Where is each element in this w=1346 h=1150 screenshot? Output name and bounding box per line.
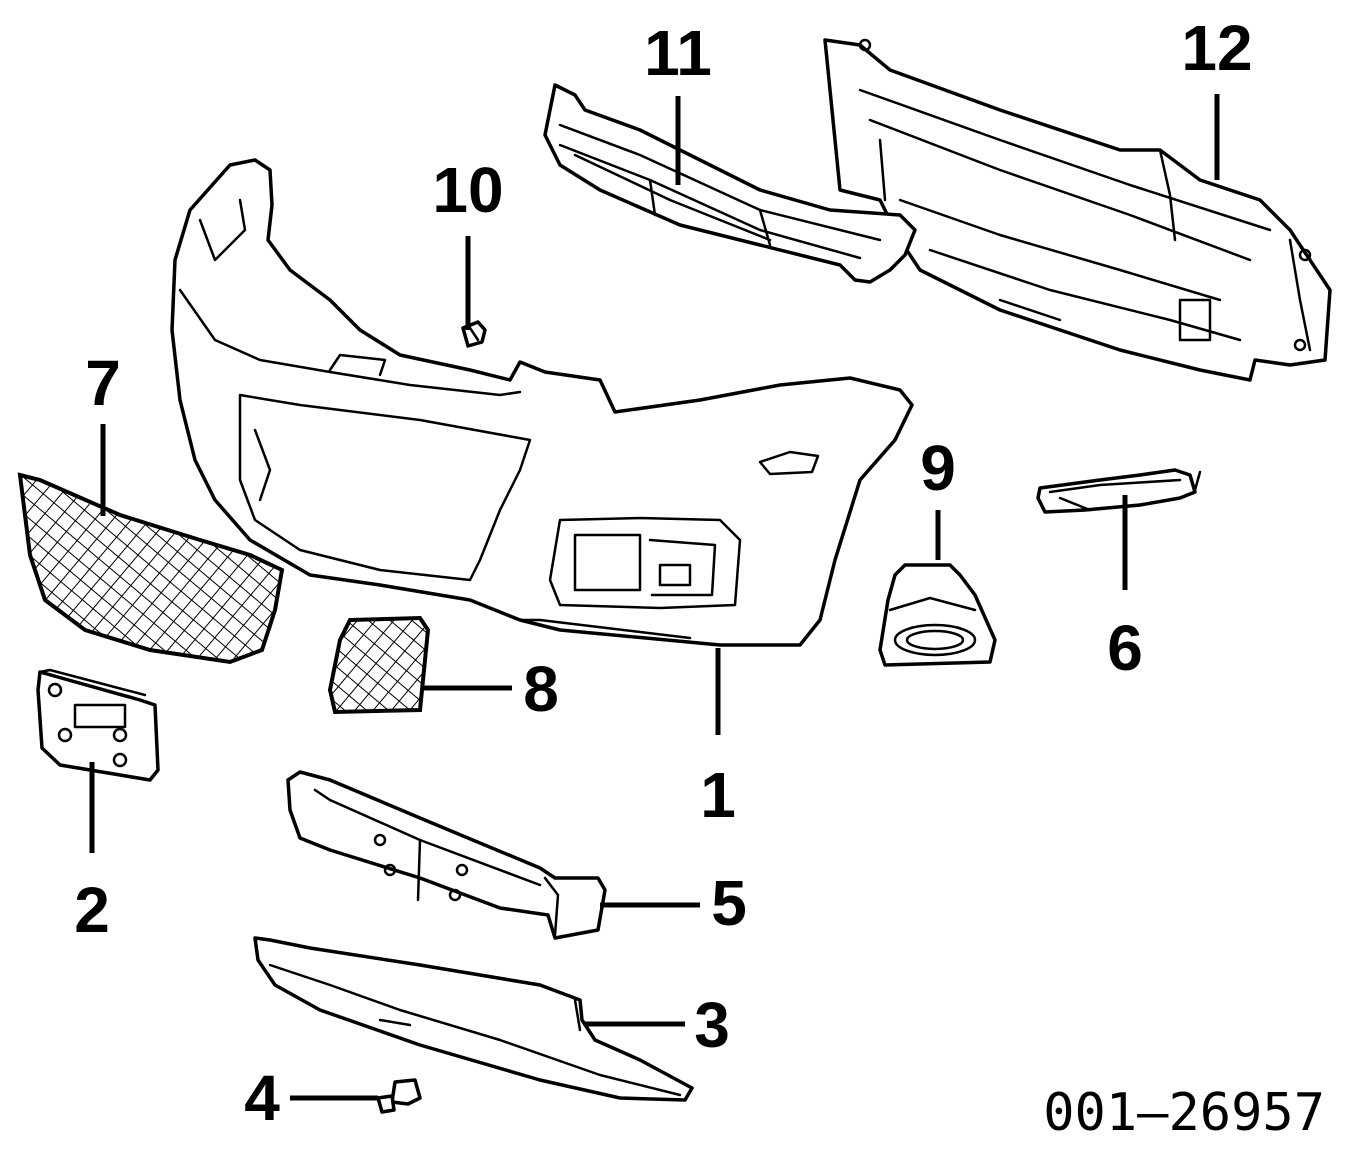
part-2-license-bracket	[36, 668, 160, 782]
leader-lines	[89, 94, 1220, 1101]
callout-10: 10	[432, 154, 503, 226]
part-3-air-deflector	[253, 936, 694, 1102]
callout-9: 9	[920, 432, 956, 504]
callout-12: 12	[1181, 12, 1252, 84]
part-8-lower-grille	[327, 615, 431, 715]
callout-1: 1	[700, 759, 736, 831]
callout-2: 2	[74, 874, 110, 946]
callout-5: 5	[711, 867, 747, 939]
part-6-bracket	[1036, 468, 1202, 514]
callout-8: 8	[523, 653, 559, 725]
part-4-retainer	[376, 1078, 422, 1114]
part-1-bumper-cover	[170, 158, 914, 647]
figure-code: 001–26957	[1043, 1083, 1325, 1143]
callout-11: 11	[644, 17, 712, 89]
part-9-fog-lamp-bezel	[878, 563, 997, 667]
part-5-lower-absorber	[286, 770, 607, 940]
part-12-impact-bar	[823, 38, 1332, 382]
callout-6: 6	[1107, 612, 1143, 684]
callout-4: 4	[244, 1062, 280, 1134]
part-7-grille	[17, 472, 285, 665]
callout-7: 7	[85, 347, 121, 419]
callout-labels: 1 2 3 4 5 6 7 8 9 10 11 12	[74, 12, 1252, 1134]
callout-3: 3	[694, 989, 730, 1061]
part-11-energy-absorber	[543, 83, 917, 284]
